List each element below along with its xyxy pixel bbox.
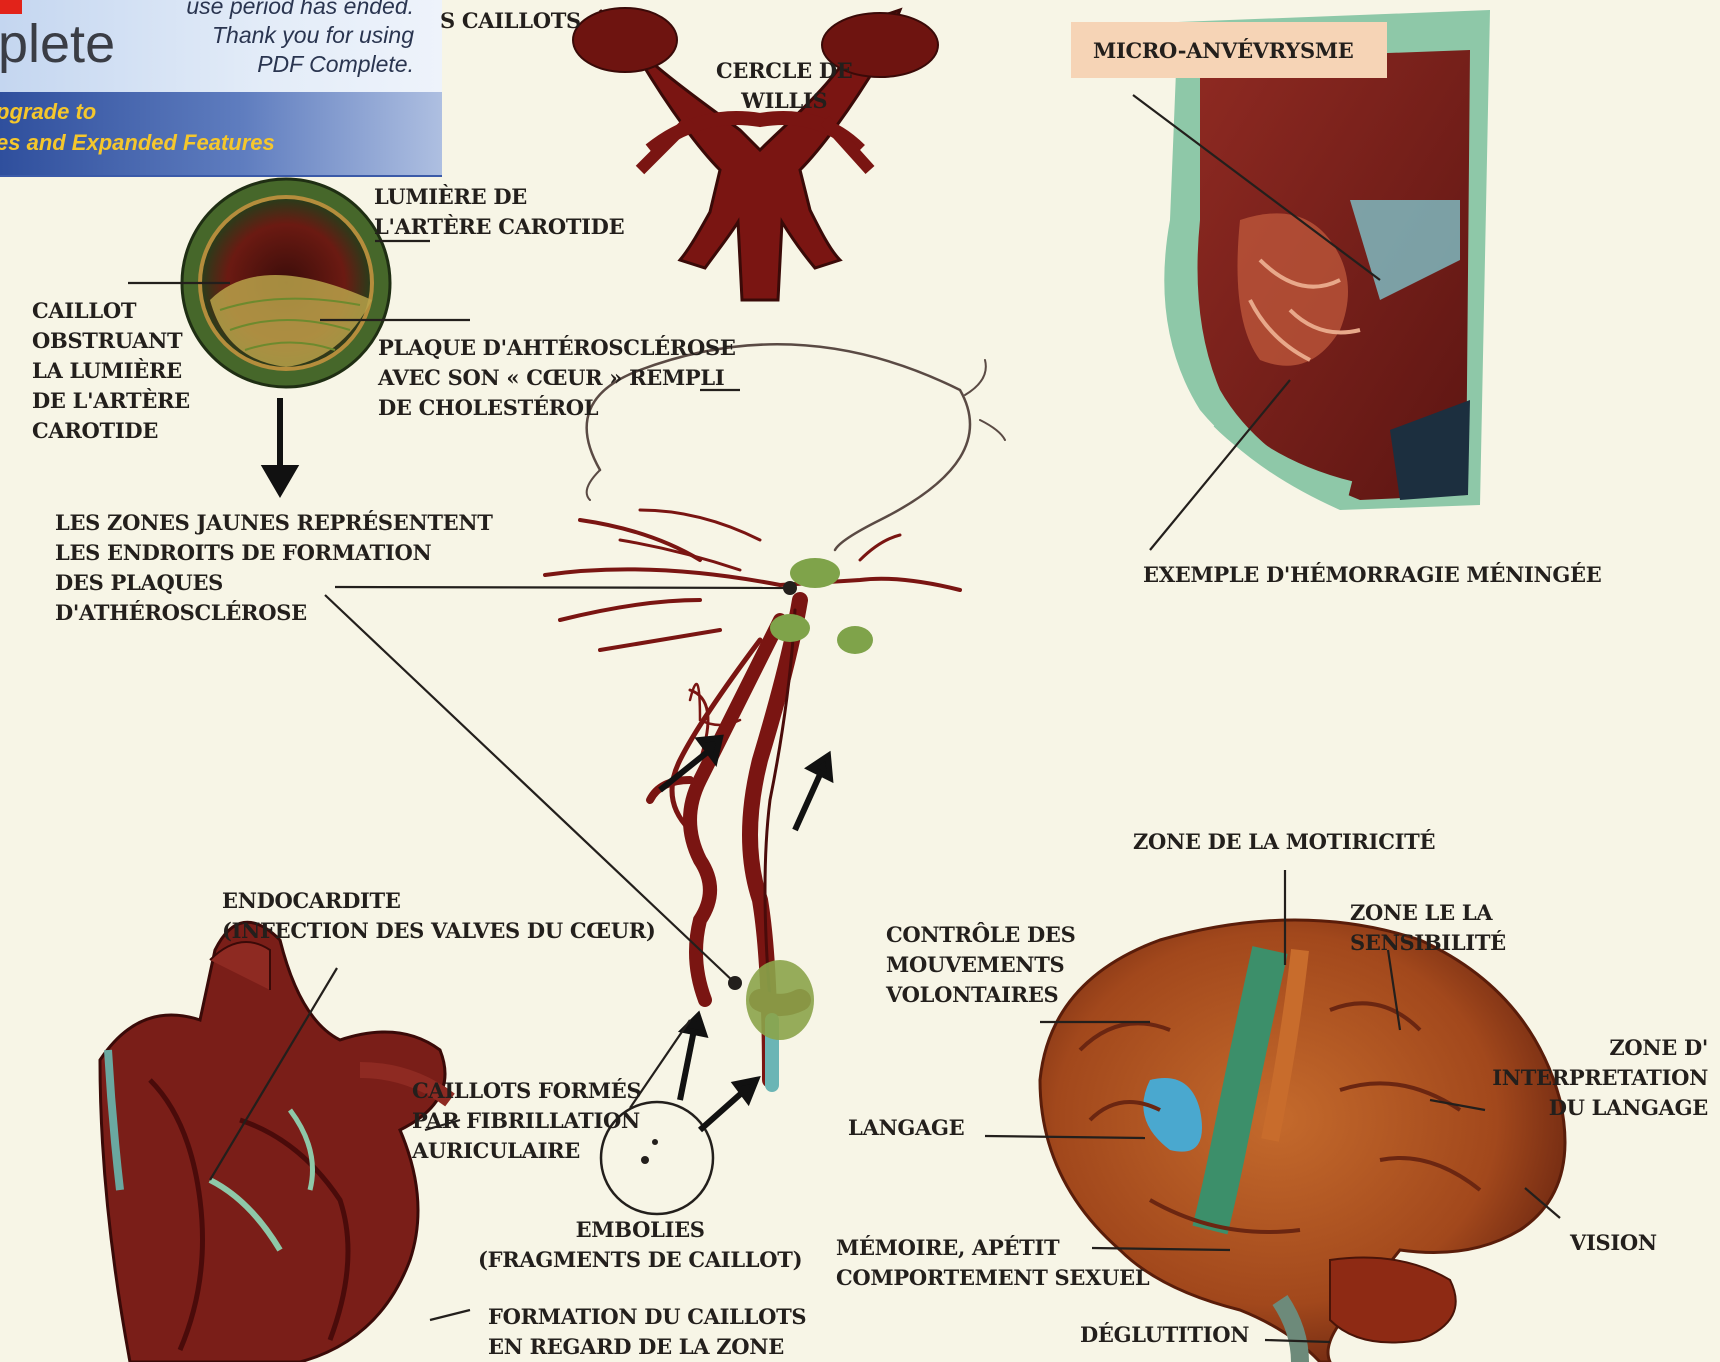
brain-coronal-section: [1164, 10, 1490, 510]
brain-lateral-illustration: [1040, 920, 1565, 1362]
label-zone-motricite: ZONE DE LA MOTIRICITÉ: [1133, 827, 1435, 857]
label-plaque-atherosclerose: PLAQUE D'AHTÉROSCLÉROSEAVEC SON « CŒUR »…: [378, 333, 736, 423]
label-zone-interpretation-langage: ZONE D'INTERPRETATIONDU LANGAGE: [1492, 1033, 1708, 1123]
label-zone-sensibilite: ZONE LE LASENSIBILITÉ: [1350, 898, 1506, 958]
label-embolies: EMBOLIES(FRAGMENTS DE CAILLOT): [478, 1215, 802, 1275]
brand-text: plete: [0, 14, 115, 74]
label-micro-aneurysme: MICRO-ANVÉVRYSME: [1093, 36, 1354, 66]
label-lumiere-artere: LUMIÈRE DEL'ARTÈRE CAROTIDE: [374, 182, 624, 242]
label-memoire-appetit: MÉMOIRE, APÉTITCOMPORTEMENT SEXUEL: [836, 1233, 1149, 1293]
label-deglutition: DÉGLUTITION: [1080, 1320, 1249, 1350]
micro-aneurysm-label-box: MICRO-ANVÉVRYSME: [1071, 22, 1387, 78]
label-langage: LANGAGE: [848, 1113, 964, 1143]
pdf-complete-trial-banner[interactable]: plete use period has ended. Thank you fo…: [0, 0, 442, 177]
trial-message: use period has ended. Thank you for usin…: [186, 0, 414, 79]
label-zones-jaunes: LES ZONES JAUNES REPRÉSENTENTLES ENDROIT…: [55, 508, 493, 628]
label-caillots-top: S CAILLOTS: [440, 6, 581, 36]
label-cercle-de-willis: CERCLE DEWILLIS: [716, 56, 853, 116]
label-vision: VISION: [1570, 1228, 1657, 1258]
label-caillot-obstruant: CAILLOTOBSTRUANTLA LUMIÈREDE L'ARTÈRECAR…: [32, 296, 190, 446]
label-caillots-formes: CAILLOTS FORMÉSPAR FIBRILLATIONAURICULAI…: [412, 1076, 641, 1166]
label-controle-mouvements: CONTRÔLE DESMOUVEMENTSVOLONTAIRES: [886, 920, 1075, 1010]
label-endocardite: ENDOCARDITE(INFECTION DES VALVES DU CŒUR…: [222, 886, 656, 946]
circle-of-willis-illustration: [573, 8, 938, 300]
heart-illustration: [100, 922, 450, 1362]
label-hemorragie-meningee: EXEMPLE D'HÉMORRAGIE MÉNINGÉE: [1143, 560, 1601, 590]
label-formation-caillots: FORMATION DU CAILLOTSEN REGARD DE LA ZON…: [488, 1302, 806, 1362]
upgrade-link[interactable]: pgrade to es and Expanded Features: [0, 96, 275, 158]
pdf-logo-icon: [0, 0, 22, 14]
